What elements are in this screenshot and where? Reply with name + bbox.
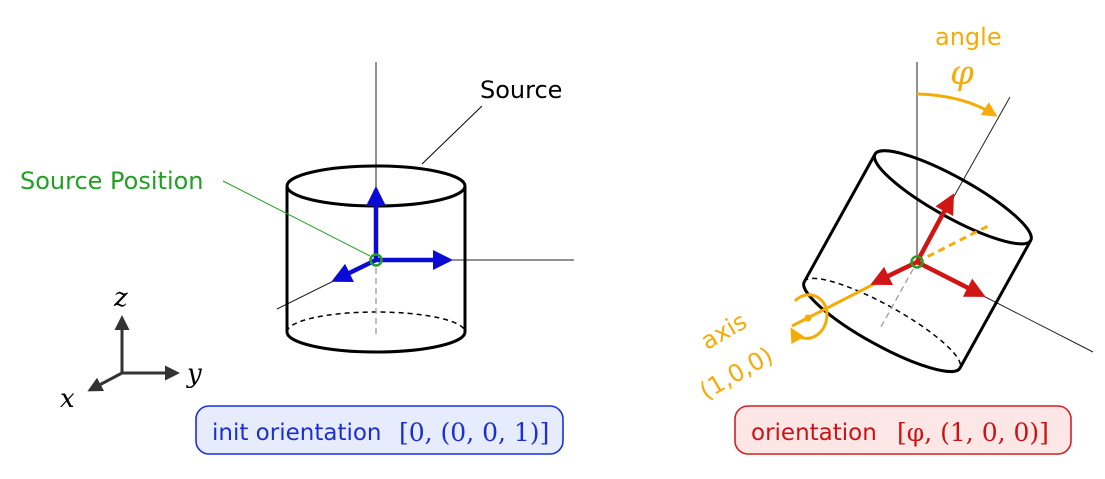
orient-y-arrow	[915, 259, 986, 298]
source-position-label: Source Position	[20, 167, 204, 195]
init-x-arrow	[331, 257, 377, 283]
triad-y-label: y	[186, 359, 202, 389]
rotation-axis-dashed	[916, 223, 991, 264]
source-position-marker	[369, 253, 383, 267]
source-label: Source	[480, 76, 562, 104]
left-panel: Source Source Position	[20, 62, 574, 354]
axis-label: axis	[696, 307, 752, 355]
orientation-text: orientation	[751, 420, 877, 446]
source-leader-line	[421, 105, 483, 165]
init-orientation-text: init orientation	[212, 420, 382, 446]
phi-label: φ	[950, 53, 974, 93]
rotation-axis-arrow	[790, 293, 829, 345]
rotation-axis-dot	[804, 314, 812, 322]
orientation-box: orientation [φ, (1, 0, 0)]	[734, 405, 1072, 455]
triad-z-label: z	[113, 283, 128, 313]
init-orientation-math: [0, (0, 0, 1)]	[399, 418, 549, 447]
triad-x-label: x	[60, 384, 75, 414]
triad-x-arrow	[87, 371, 123, 392]
angle-arc	[916, 92, 998, 117]
angle-label: angle	[935, 23, 1002, 51]
orientation-math: [φ, (1, 0, 0)]	[897, 418, 1049, 447]
init-orientation-box: init orientation [0, (0, 0, 1)]	[195, 405, 564, 455]
orient-z-arrow	[915, 193, 954, 264]
coordinate-triad: z y x	[60, 283, 202, 414]
right-source-position-marker	[910, 255, 924, 269]
source-position-leader-line	[222, 180, 371, 257]
orient-x-arrow	[870, 259, 918, 286]
right-panel: angle φ axis (1,0,0)	[695, 23, 1094, 405]
